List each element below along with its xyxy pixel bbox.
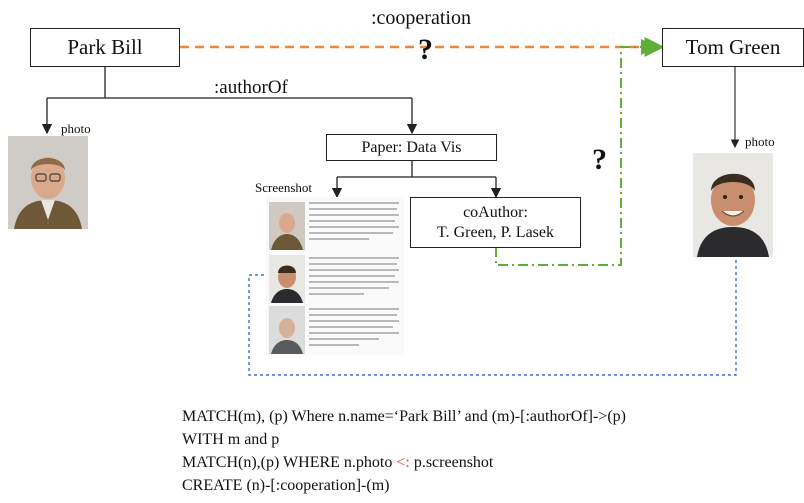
- node-paper[interactable]: Paper: Data Vis: [326, 134, 497, 161]
- label-photo-right: photo: [745, 134, 775, 149]
- portrait-man-smiling-icon: [693, 153, 773, 257]
- query-operator: <:: [396, 454, 410, 471]
- query-line-2: WITH m and p: [182, 431, 280, 448]
- query-line-4: CREATE (n)-[:cooperation]-(m): [182, 477, 390, 494]
- match-edge: [248, 258, 737, 376]
- inferred-edge: [495, 39, 657, 266]
- question-mark-top: ?: [418, 33, 433, 66]
- label-screenshot: Screenshot: [255, 180, 313, 195]
- thumb-photo-1-icon: [269, 202, 305, 250]
- thumb-photo-3-icon: [269, 306, 305, 354]
- tom-green-photo: [693, 153, 773, 257]
- park-bill-photo: [8, 136, 88, 229]
- query-line-3-end: p.screenshot: [409, 454, 494, 471]
- label-author-of: :authorOf: [214, 77, 288, 98]
- node-tom-green[interactable]: Tom Green: [662, 28, 804, 67]
- query-line-3-start: MATCH(n),(p) WHERE n.photo: [182, 454, 397, 471]
- coauthor-label: coAuthor:: [463, 204, 528, 222]
- node-park-bill[interactable]: Park Bill: [30, 28, 180, 67]
- paper-screenshot: [266, 197, 404, 355]
- thumb-photo-2-icon: [269, 255, 305, 303]
- question-mark-right: ?: [592, 143, 607, 176]
- node-coauthor[interactable]: coAuthor: T. Green, P. Lasek: [410, 197, 581, 248]
- cypher-query: MATCH(m), (p) Where n.name=‘Park Bill’ a…: [182, 405, 626, 497]
- coauthor-names: T. Green, P. Lasek: [437, 223, 554, 241]
- query-line-3: MATCH(n),(p) WHERE n.photo <: p.screensh…: [182, 451, 626, 474]
- query-line-1: MATCH(m), (p) Where n.name=‘Park Bill’ a…: [182, 408, 626, 425]
- portrait-man-glasses-icon: [8, 136, 88, 229]
- label-photo-left: photo: [61, 121, 91, 136]
- label-cooperation: :cooperation: [371, 7, 471, 29]
